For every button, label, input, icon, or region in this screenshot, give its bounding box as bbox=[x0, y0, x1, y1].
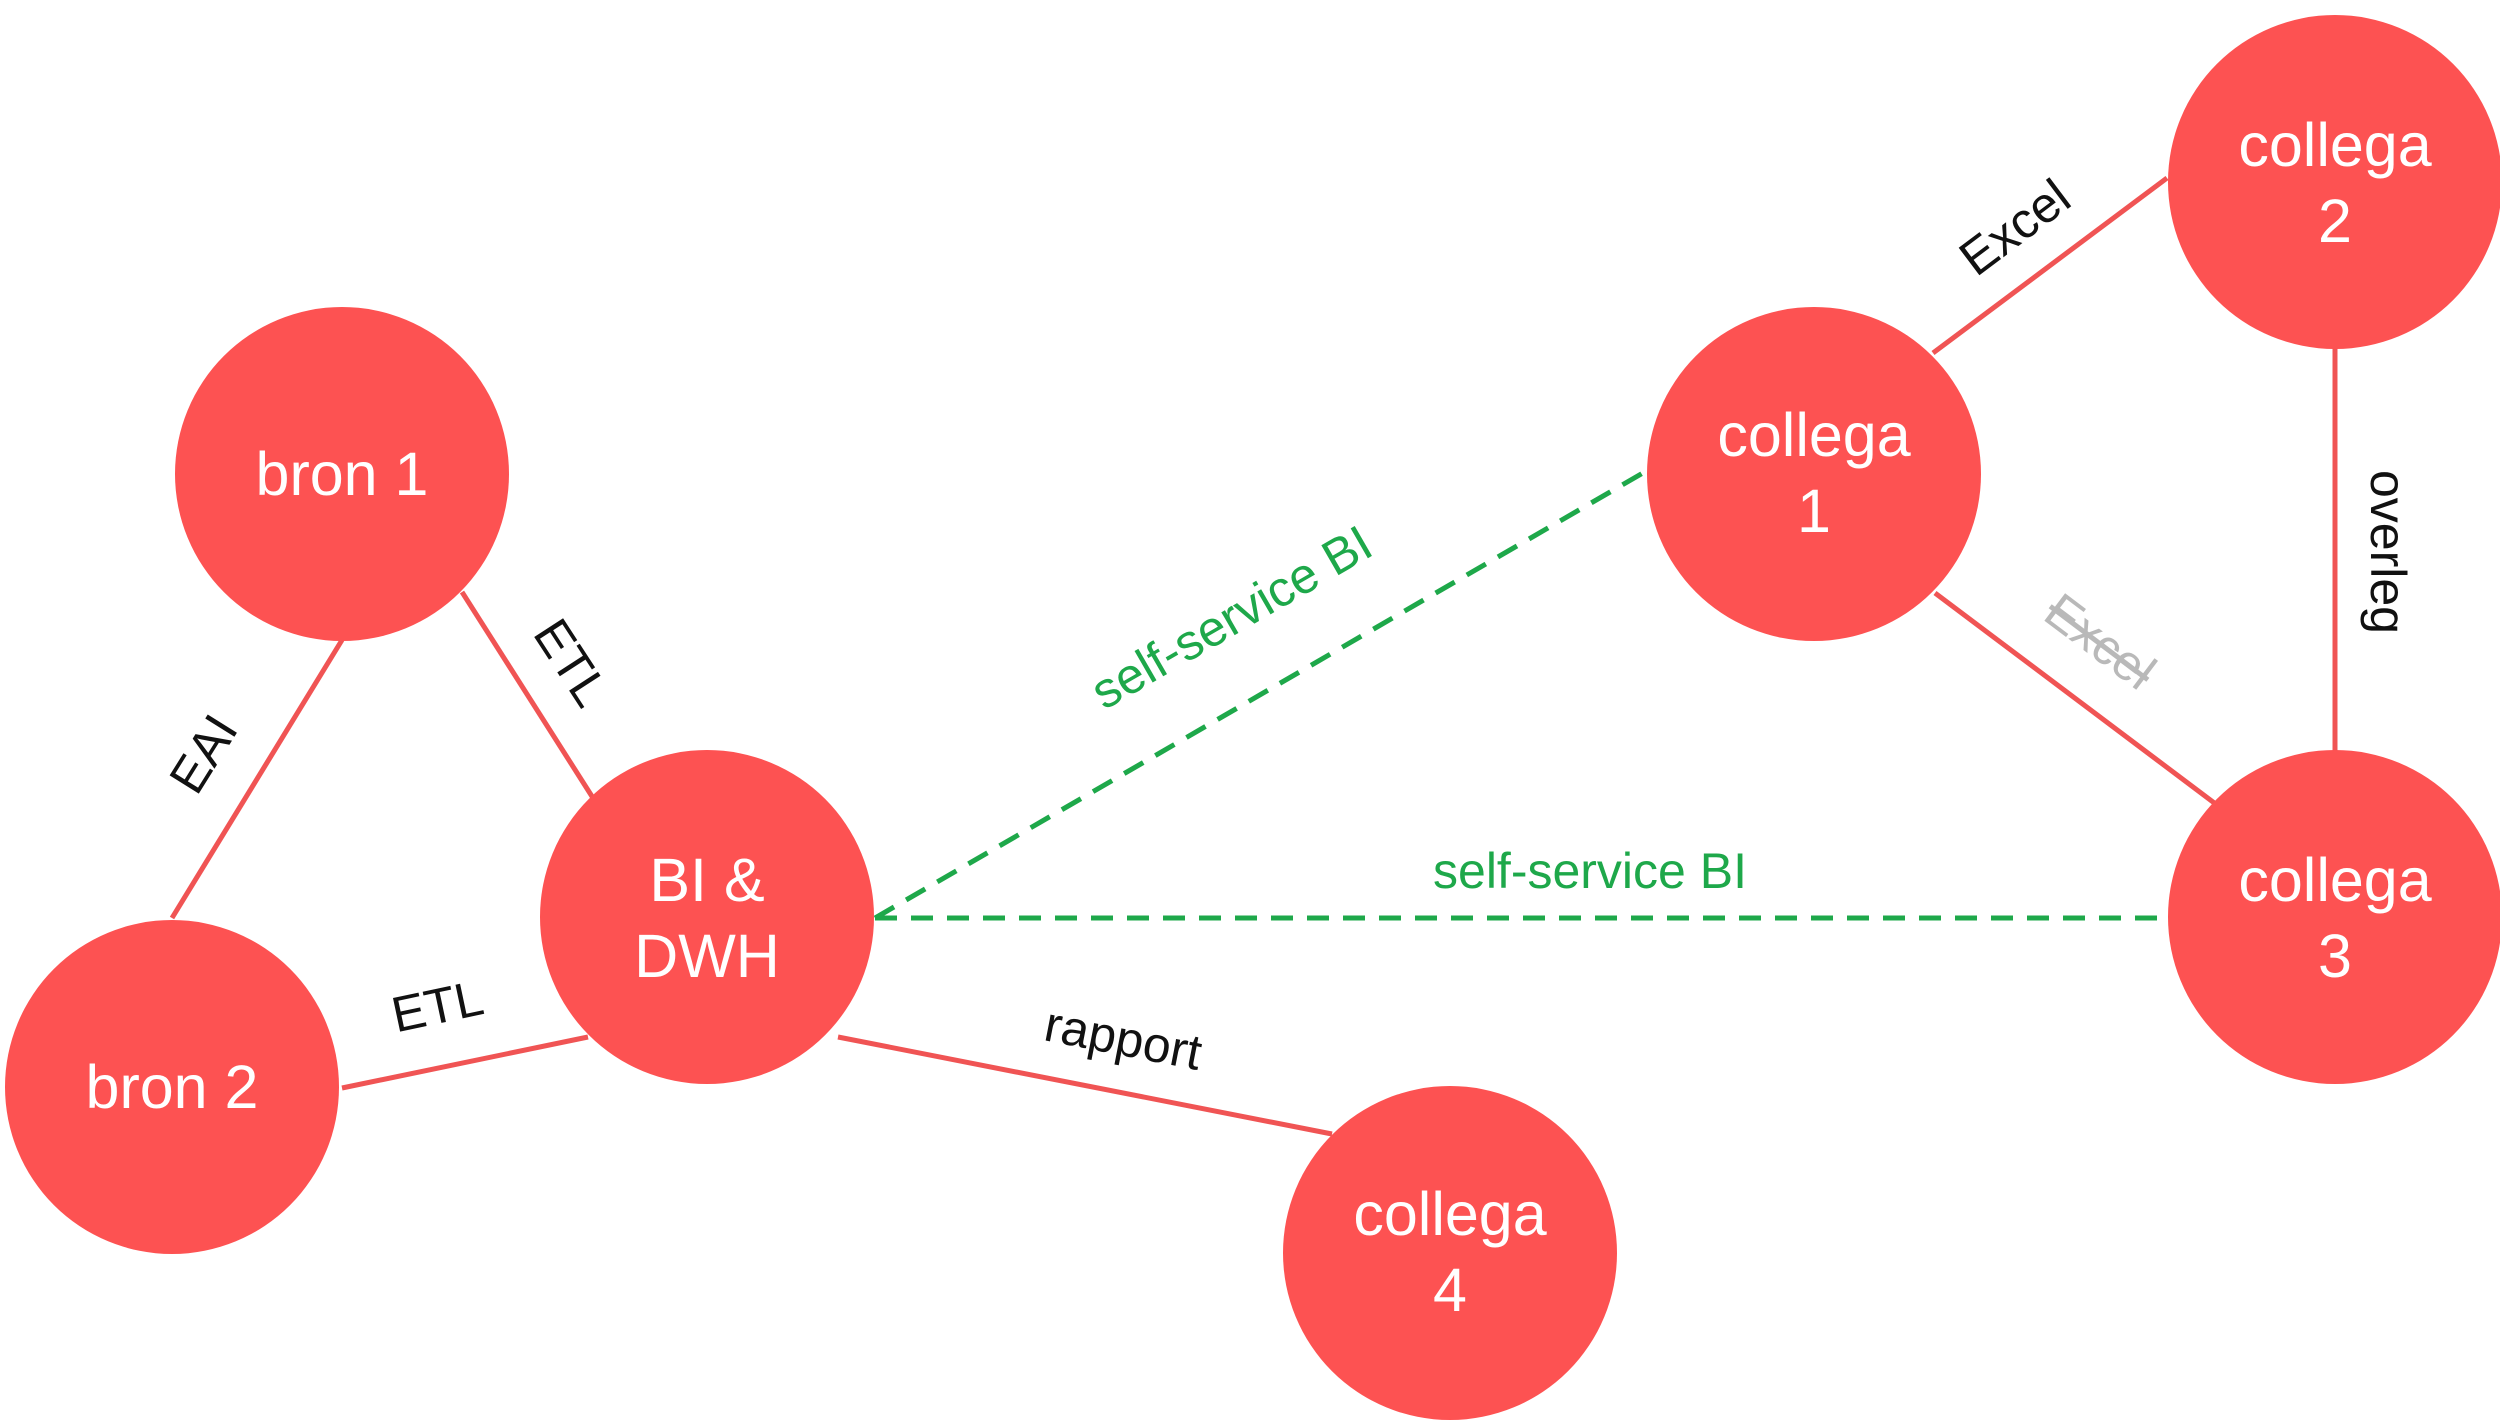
node-collega-3-label-line1: collega bbox=[2238, 846, 2431, 914]
edge-collega1-collega2 bbox=[1931, 175, 2169, 356]
edge-label-etl-bron2: ETL bbox=[387, 969, 488, 1043]
node-collega-2-label-line1: collega bbox=[2238, 111, 2431, 179]
edge-labels: EAI ETL ETL rapport self-service BI self… bbox=[158, 168, 2416, 1081]
edge-bron2-bidwh bbox=[341, 1034, 589, 1091]
edges bbox=[169, 175, 2338, 1137]
edge-label-overleg: overleg bbox=[2360, 470, 2416, 634]
edge-label-rapport: rapport bbox=[1040, 996, 1206, 1081]
node-collega-1-label-line1: collega bbox=[1717, 401, 1910, 469]
edge-bron1-bidwh bbox=[459, 590, 596, 800]
node-collega-4-label-line2: 4 bbox=[1433, 1256, 1467, 1324]
node-collega-4: collega 4 bbox=[1283, 1086, 1617, 1420]
nodes: bron 1 bron 2 BI & DWH collega 1 collega… bbox=[5, 15, 2500, 1420]
edge-label-self-service-collega1: self-service BI bbox=[1082, 515, 1382, 720]
node-collega-1: collega 1 bbox=[1647, 307, 1981, 641]
node-collega-1-label-line2: 1 bbox=[1797, 477, 1831, 545]
node-bron-1-label: bron 1 bbox=[256, 440, 429, 508]
node-bi-dwh-label-line1: BI & bbox=[649, 846, 764, 914]
node-bi-dwh: BI & DWH bbox=[540, 750, 874, 1084]
node-collega-3: collega 3 bbox=[2168, 750, 2500, 1084]
node-collega-2: collega 2 bbox=[2168, 15, 2500, 349]
edge-bidwh-collega4 bbox=[837, 1034, 1333, 1137]
node-bron-2-label: bron 2 bbox=[86, 1053, 259, 1121]
edge-label-eai: EAI bbox=[158, 705, 248, 803]
node-collega-3-label-line2: 3 bbox=[2318, 922, 2352, 990]
node-bi-dwh-label-line2: DWH bbox=[634, 922, 780, 990]
node-collega-4-label-line1: collega bbox=[1353, 1180, 1546, 1248]
edge-label-self-service-collega3: self-service BI bbox=[1433, 843, 1747, 899]
node-bron-1: bron 1 bbox=[175, 307, 509, 641]
edge-collega1-collega3 bbox=[1933, 591, 2219, 807]
edge-bron1-bron2 bbox=[169, 638, 345, 920]
edge-bidwh-collega1 bbox=[873, 467, 1650, 921]
node-bron-2: bron 2 bbox=[5, 920, 339, 1254]
edge-label-excel-collega2: Excel bbox=[1949, 168, 2080, 286]
node-collega-2-label-line2: 2 bbox=[2318, 187, 2352, 255]
edge-label-etl-bron1: ETL bbox=[523, 609, 620, 716]
